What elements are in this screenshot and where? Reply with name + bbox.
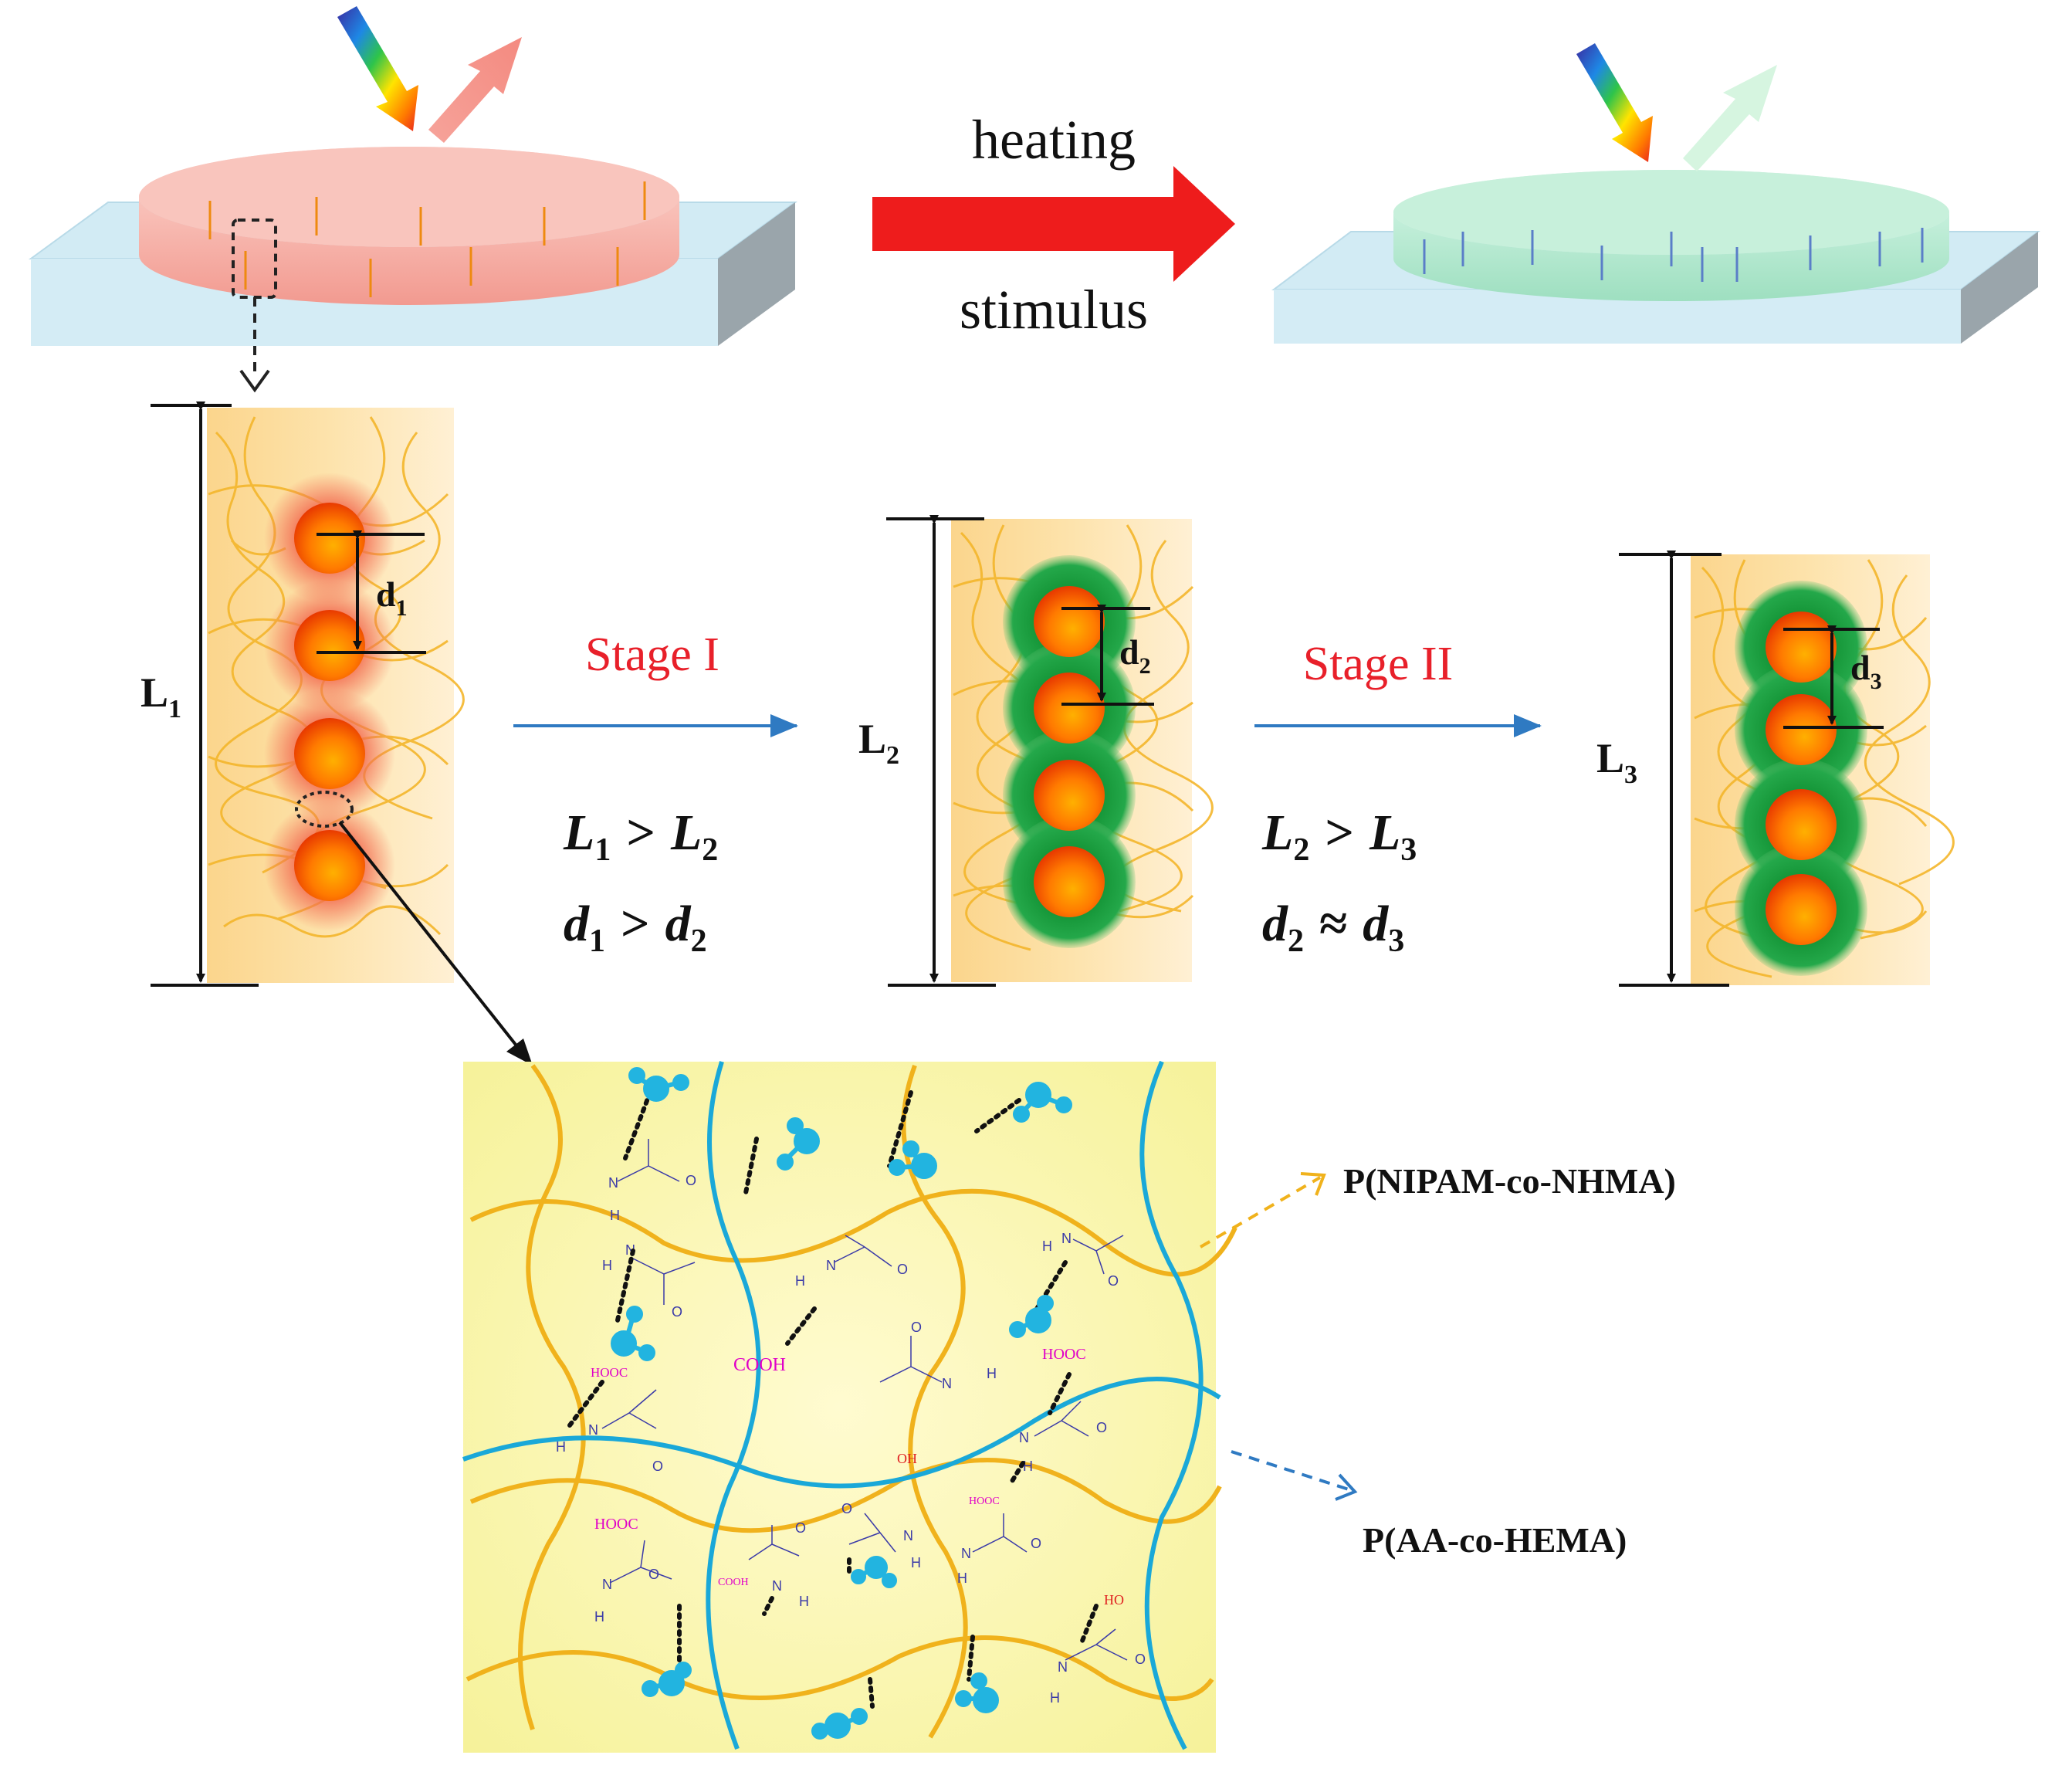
stage-2-relation-1: L2>L3	[1261, 805, 1417, 868]
svg-text:O: O	[897, 1262, 908, 1277]
zoom-arrow	[338, 821, 520, 1050]
particle	[294, 830, 365, 901]
length-label-3: L3	[1596, 735, 1637, 789]
particle	[294, 610, 365, 681]
amide-group: N O H	[957, 1513, 1041, 1586]
svg-text:H: H	[610, 1208, 620, 1223]
red-film-assembly	[28, 6, 798, 393]
svg-text:N: N	[772, 1578, 782, 1594]
amide-group: N O H	[1019, 1401, 1107, 1474]
reflected-red-arrow	[428, 37, 522, 143]
stage-1-relation-1: L1>L2	[563, 805, 718, 868]
amide-group: N O H	[795, 1235, 908, 1289]
group-hooc-2: HOOC	[1042, 1346, 1086, 1363]
column-2: L2 d2	[858, 515, 1214, 987]
svg-text:H: H	[799, 1594, 809, 1609]
svg-text:N: N	[942, 1376, 952, 1391]
stimulus-label: stimulus	[960, 279, 1148, 341]
particle	[294, 503, 365, 574]
amide-group: N O H	[1050, 1628, 1146, 1706]
svg-text:O: O	[652, 1459, 663, 1474]
svg-text:O: O	[1135, 1652, 1146, 1667]
polymer-network: HOOC COOH HOOC HOOC HOOC COOH OH HO N O …	[462, 1060, 1237, 1753]
amide-group: N O H	[556, 1389, 663, 1474]
svg-text:H: H	[957, 1570, 967, 1586]
svg-text:O: O	[841, 1501, 852, 1516]
svg-text:H: H	[594, 1609, 604, 1625]
svg-text:H: H	[1042, 1238, 1052, 1254]
incident-light-arrow	[337, 6, 418, 131]
stage-1: Stage I L1>L2 d1>d2	[513, 629, 798, 959]
group-cooh-1: COOH	[733, 1355, 786, 1375]
incident-light-arrow-2	[1576, 43, 1653, 162]
heating-stimulus-arrow: heating stimulus	[872, 109, 1235, 341]
svg-text:O: O	[795, 1520, 806, 1536]
group-hooc-4: HOOC	[969, 1496, 1000, 1507]
length-label-1: L1	[141, 669, 181, 723]
column-1: L1 d1	[141, 401, 465, 987]
column-3: L3 d3	[1596, 551, 1955, 987]
group-hooc-3: HOOC	[594, 1516, 638, 1533]
zoom-ellipse	[295, 791, 354, 828]
svg-text:H: H	[1050, 1690, 1060, 1706]
stage-1-relation-2: d1>d2	[564, 896, 707, 959]
svg-text:N: N	[1061, 1231, 1072, 1246]
spacing-label-2: d2	[1119, 632, 1151, 679]
svg-text:N: N	[588, 1422, 598, 1438]
svg-text:H: H	[602, 1258, 612, 1273]
stage-2-relation-2: d2≈d3	[1262, 896, 1404, 959]
svg-text:O: O	[672, 1304, 682, 1320]
svg-text:H: H	[911, 1555, 921, 1570]
svg-text:H: H	[987, 1366, 997, 1381]
group-hooc-1: HOOC	[591, 1365, 628, 1380]
legend: P(NIPAM-co-NHMA) P(AA-co-HEMA)	[1199, 1161, 1676, 1560]
particle	[1034, 760, 1105, 831]
amide-group: N O H	[879, 1320, 997, 1391]
svg-text:H: H	[1023, 1459, 1033, 1474]
heating-label: heating	[972, 109, 1136, 171]
group-oh-1: OH	[897, 1451, 917, 1466]
svg-text:O: O	[1031, 1536, 1041, 1551]
svg-text:O: O	[1096, 1420, 1107, 1435]
amide-group: N O H	[608, 1139, 696, 1223]
green-film-assembly	[1271, 43, 2040, 344]
legend-yellow-label: P(NIPAM-co-NHMA)	[1343, 1161, 1676, 1201]
amide-group: N O H	[841, 1501, 921, 1570]
svg-text:N: N	[826, 1258, 836, 1273]
stage-1-label: Stage I	[585, 629, 719, 681]
group-cooh-2: COOH	[718, 1577, 749, 1588]
stage-2: Stage II L2>L3 d2≈d3	[1254, 638, 1542, 959]
svg-text:N: N	[961, 1546, 971, 1561]
group-ho-1: HO	[1104, 1592, 1124, 1608]
particle	[1034, 846, 1105, 917]
svg-text:N: N	[608, 1175, 618, 1191]
svg-text:O: O	[648, 1567, 659, 1582]
svg-text:H: H	[556, 1439, 566, 1455]
svg-text:O: O	[686, 1173, 696, 1188]
particle	[1766, 612, 1837, 683]
particle	[1034, 586, 1105, 657]
particle	[1034, 673, 1105, 744]
particle	[294, 718, 365, 789]
amide-group: N O H	[594, 1540, 672, 1625]
particle	[1766, 694, 1837, 765]
amide-group: N O H	[748, 1520, 809, 1609]
svg-text:O: O	[1108, 1273, 1119, 1289]
spacing-label-3: d3	[1850, 648, 1882, 694]
svg-text:O: O	[911, 1320, 922, 1335]
svg-text:N: N	[903, 1528, 913, 1543]
particle	[1766, 789, 1837, 860]
svg-text:N: N	[602, 1577, 612, 1592]
water-molecules	[611, 1067, 1072, 1740]
svg-text:N: N	[1019, 1430, 1029, 1445]
amide-group: N O H	[1042, 1231, 1124, 1289]
legend-blue-label: P(AA-co-HEMA)	[1363, 1520, 1627, 1560]
spacing-label-1: d1	[376, 574, 408, 621]
length-label-2: L2	[858, 716, 899, 770]
svg-text:N: N	[1058, 1659, 1068, 1675]
particle	[1766, 874, 1837, 945]
svg-text:H: H	[795, 1273, 805, 1289]
stage-2-label: Stage II	[1303, 638, 1454, 690]
reflected-green-arrow	[1683, 65, 1777, 171]
